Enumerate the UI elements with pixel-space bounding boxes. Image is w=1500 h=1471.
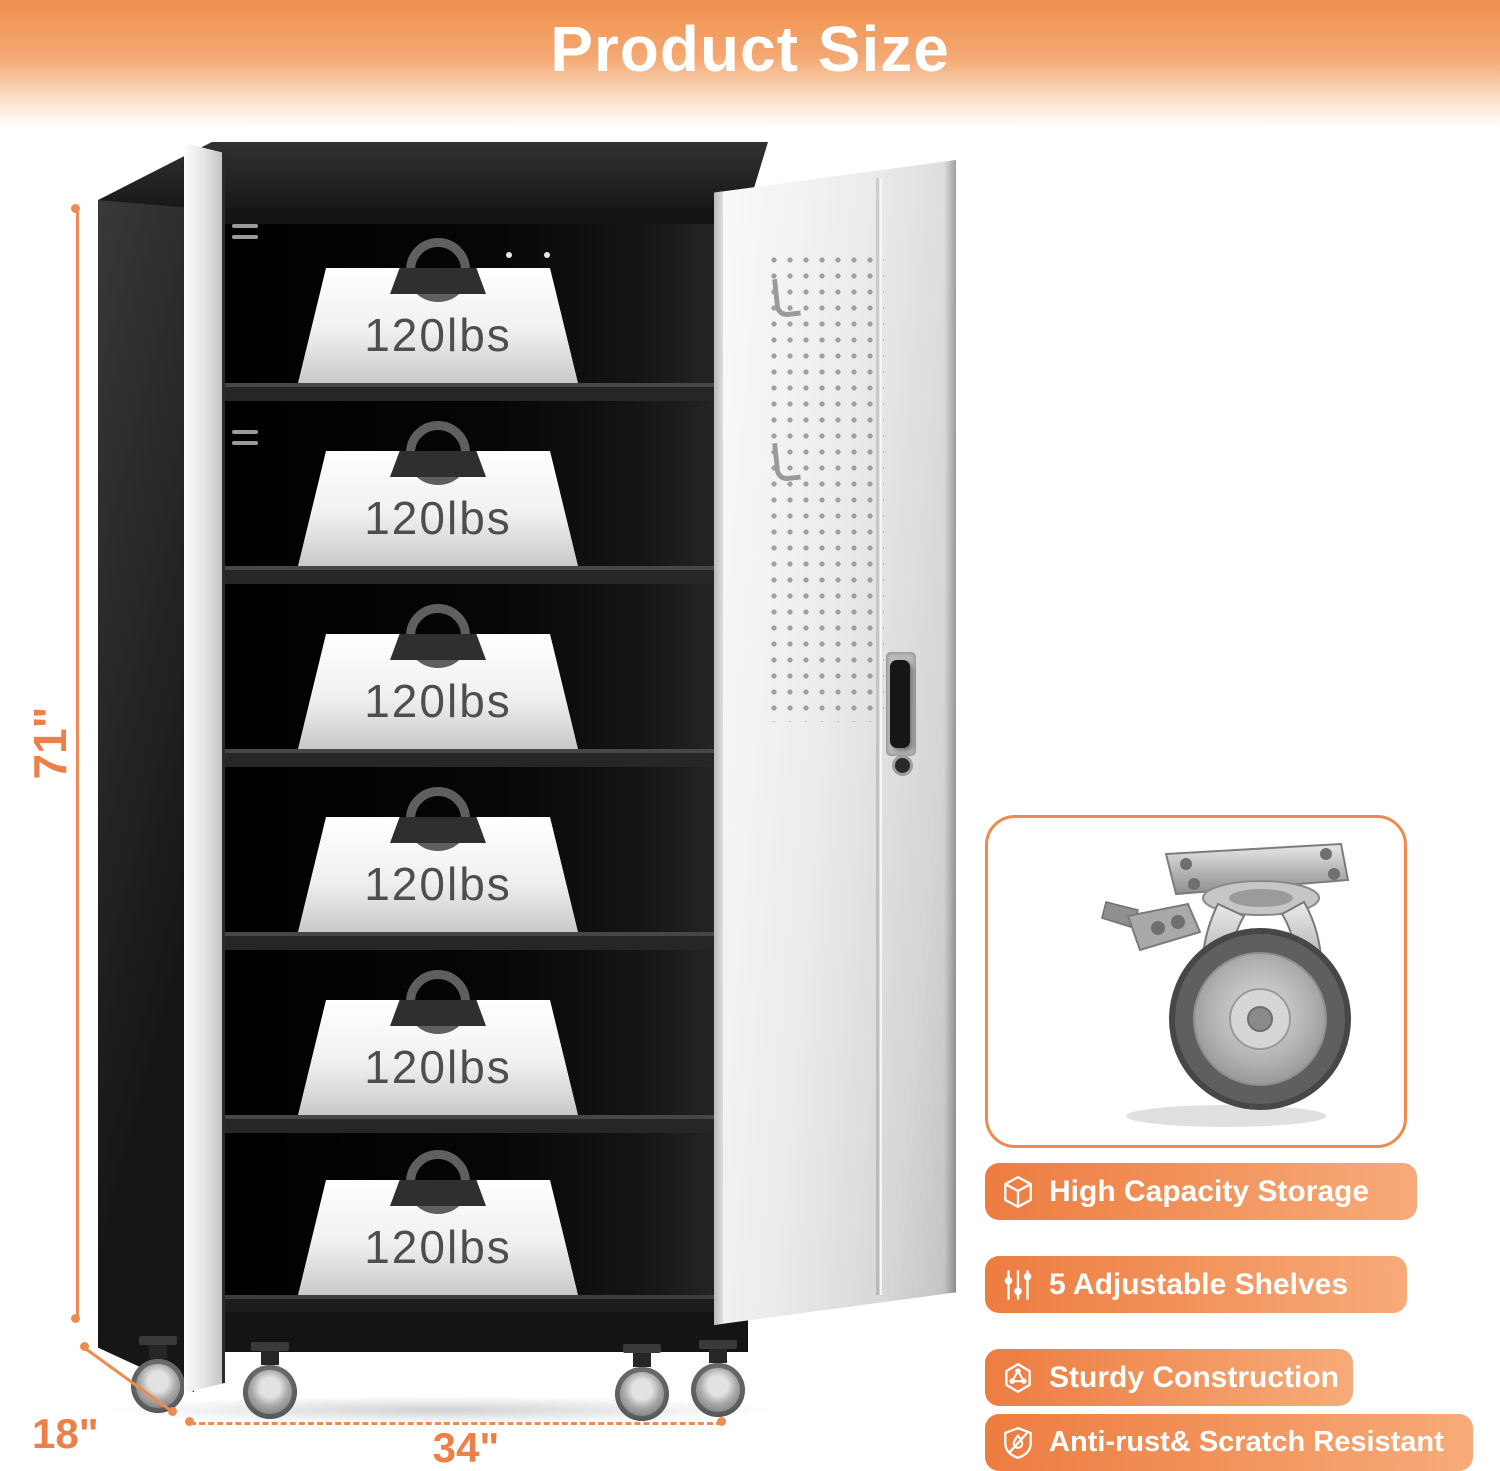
door-handle <box>890 660 910 748</box>
feature-badge-high-capacity: High Capacity Storage <box>985 1163 1417 1220</box>
weight-capacity-label: 120lbs <box>364 675 512 727</box>
door-keyhole-icon <box>895 758 910 773</box>
feature-label: High Capacity Storage <box>1049 1174 1370 1208</box>
feature-label: 5 Adjustable Shelves <box>1049 1267 1349 1301</box>
dimension-dot <box>80 1342 89 1351</box>
floor-shadow <box>100 1396 780 1424</box>
shelf-board <box>224 932 714 950</box>
weight-notch <box>390 634 486 660</box>
right-door-open <box>714 160 956 1325</box>
weight-notch <box>390 1000 486 1026</box>
width-dimension-line <box>190 1422 722 1425</box>
door-pegboard <box>766 252 884 722</box>
feature-badge-anti-rust: Anti-rust& Scratch Resistant <box>985 1414 1473 1471</box>
page-title: Product Size <box>550 13 950 85</box>
pegboard-hook-icon <box>772 440 801 483</box>
interior-peg-dot <box>544 252 550 258</box>
depth-dimension-label: 18" <box>32 1410 99 1457</box>
shelf-weight: 120lbs <box>298 238 578 383</box>
shelf-weight: 120lbs <box>298 421 578 566</box>
weight-capacity-label: 120lbs <box>364 1041 512 1093</box>
feature-label: Sturdy Construction <box>1049 1360 1339 1394</box>
shield-icon <box>999 1424 1037 1462</box>
caster-detail-card <box>985 815 1407 1148</box>
caster-wheel <box>612 1344 672 1421</box>
height-dimension-label: 71" <box>24 706 76 780</box>
door-crease-highlight <box>880 178 882 1295</box>
caster-wheel <box>688 1340 748 1417</box>
door-hinge-strip <box>714 160 723 1325</box>
cabinet-floor <box>224 1295 714 1312</box>
shelf-board <box>224 566 714 584</box>
cabinet-side-panel <box>98 158 194 1392</box>
structure-icon <box>999 1359 1037 1397</box>
feature-label: Anti-rust& Scratch Resistant <box>1049 1426 1444 1458</box>
shelf-weight: 120lbs <box>298 787 578 932</box>
shelf-weight: 120lbs <box>298 604 578 749</box>
interior-hook-icon <box>232 222 260 244</box>
caster-wheel <box>128 1336 188 1413</box>
dimension-dot <box>168 1407 177 1416</box>
weight-notch <box>390 268 486 294</box>
header-banner: Product Size <box>0 0 1500 128</box>
door-edge-shade <box>944 160 956 1325</box>
sliders-icon <box>999 1266 1037 1304</box>
weight-capacity-label: 120lbs <box>364 858 512 910</box>
weight-notch <box>390 817 486 843</box>
feature-badge-sturdy-construction: Sturdy Construction <box>985 1349 1353 1406</box>
weight-notch <box>390 451 486 477</box>
dimension-dot <box>185 1417 194 1426</box>
pegboard-hook-icon <box>772 276 801 319</box>
shelf-weight: 120lbs <box>298 1150 578 1295</box>
width-dimension-label: 34" <box>432 1424 500 1471</box>
weight-notch <box>390 1180 486 1206</box>
caster-wheel <box>240 1342 300 1419</box>
shelf-weight: 120lbs <box>298 970 578 1115</box>
weight-capacity-label: 120lbs <box>364 309 512 361</box>
weight-capacity-label: 120lbs <box>364 492 512 544</box>
shelf-board <box>224 1115 714 1133</box>
shelf-board <box>224 749 714 767</box>
interior-peg-dot <box>506 252 512 258</box>
storage-box-icon <box>999 1173 1037 1211</box>
shelf-board <box>224 383 714 401</box>
dimension-dot <box>717 1417 726 1426</box>
caster-wheel-image <box>1101 842 1351 1127</box>
feature-badge-adjustable-shelves: 5 Adjustable Shelves <box>985 1256 1407 1313</box>
dimension-dot <box>71 1314 80 1323</box>
dimension-dot <box>71 204 80 213</box>
door-crease <box>876 178 879 1295</box>
weight-capacity-label: 120lbs <box>364 1221 512 1273</box>
interior-hook-icon <box>232 428 260 450</box>
left-door-edge <box>184 143 225 1393</box>
height-dimension-line <box>76 212 79 1318</box>
